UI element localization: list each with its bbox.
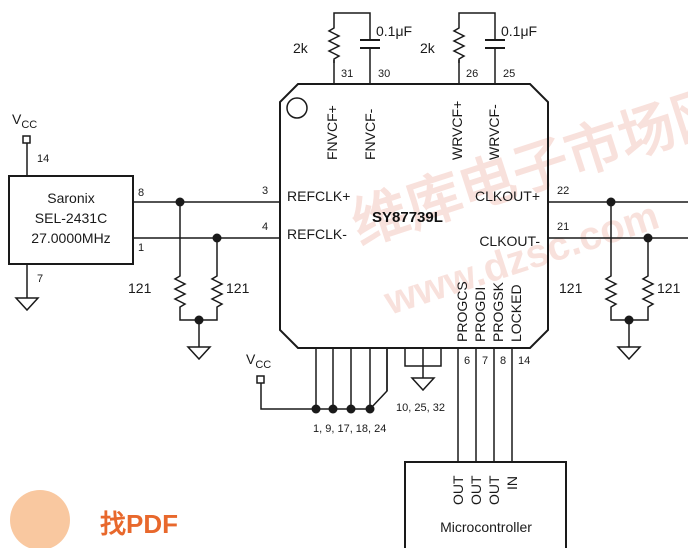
watermark: 维库电子市场网 www.dzsc.com 找PDF [10,75,688,548]
pin-clkout-minus-num: 21 [557,221,569,233]
wr-resistor [453,23,465,64]
fn-capacitor-value: 0.1μF [376,23,412,39]
pin-wrvcf-minus-label: WRVCF- [486,104,502,160]
oscillator-box [8,175,134,265]
mcu-pin-label: IN [504,476,520,490]
osc-pin-outb-num: 1 [138,242,144,254]
pin-wrvcf-plus-label: WRVCF+ [449,101,465,160]
pin-locked-label: LOCKED [508,284,524,342]
pin-fnvcf-minus-num: 30 [378,68,390,80]
wr-capacitor-value: 0.1μF [501,23,537,39]
pin-progcs-num: 6 [464,355,470,367]
vcc-label: VCC [246,351,271,371]
wr-capacitor [485,39,505,49]
input-term-resistor [211,271,223,312]
oscillator-freq: 27.0000MHz [31,230,110,246]
watermark-logo: 找PDF [100,509,178,539]
pin-progsk-label: PROGSK [490,281,506,342]
oscillator-part: SEL-2431C [35,210,107,226]
junction-dot [328,404,338,414]
microcontroller: OUT OUT OUT IN Microcontroller [404,461,567,548]
pin-refclk-plus-num: 3 [262,185,268,197]
osc-pin-gnd-num: 7 [37,273,43,285]
osc-pin-vcc-num: 14 [37,153,49,165]
ground-icon [187,346,211,360]
pin-wrvcf-minus-num: 25 [503,68,515,80]
pin-refclk-plus-label: REFCLK+ [287,188,350,204]
output-term-resistor [605,271,617,312]
pin-fnvcf-plus-num: 31 [341,68,353,80]
output-term-value: 121 [657,280,681,296]
pin-progsk-num: 8 [500,355,506,367]
ground-icon [15,297,39,311]
vcc-bus: VCC 1, 9, 17, 18, 24 [246,348,388,435]
fn-loop-filter: 2k 0.1μF 31 30 [293,12,412,84]
pin-progdi-label: PROGDI [472,287,488,342]
pin-wrvcf-plus-num: 26 [466,68,478,80]
output-term-resistor [642,271,654,312]
mcu-pin-label: OUT [486,475,502,505]
pin-clkout-plus-num: 22 [557,185,569,197]
oscillator: Saronix SEL-2431C 27.0000MHz VCC 14 7 8 … [8,111,144,311]
ground-icon [411,377,435,391]
pin-fnvcf-minus-label: FNVCF- [362,108,378,160]
gnd-pins-list: 10, 25, 32 [396,402,445,414]
fn-resistor-value: 2k [293,40,309,56]
pin-refclk-minus-num: 4 [262,221,268,233]
pin-locked-num: 14 [518,355,530,367]
pin-clkout-plus-label: CLKOUT+ [475,188,540,204]
ground-icon [617,346,641,360]
chip-name: SY87739L [372,209,443,226]
pin-progdi-num: 7 [482,355,488,367]
microcontroller-box [404,461,567,548]
pin-progcs-label: PROGCS [454,281,470,342]
junction-dot [311,404,321,414]
wr-loop-filter: 2k 0.1μF 26 25 [420,12,537,84]
output-term-value: 121 [559,280,583,296]
watermark-logo-icon [10,490,70,548]
osc-pin-out-num: 8 [138,187,144,199]
input-term-resistor [174,271,186,312]
vcc-label: VCC [12,111,37,131]
junction-dot [346,404,356,414]
pin-fnvcf-plus-label: FNVCF+ [324,105,340,160]
vcc-pins-list: 1, 9, 17, 18, 24 [313,423,386,435]
gnd-bus: 10, 25, 32 [396,348,445,414]
fn-resistor [328,23,340,64]
input-term-value: 121 [226,280,250,296]
pin1-marker-icon [286,97,308,119]
vcc-terminal-icon [256,375,265,384]
mcu-pin-label: OUT [450,475,466,505]
chip-body [279,83,549,349]
microcontroller-label: Microcontroller [440,519,532,535]
wr-resistor-value: 2k [420,40,436,56]
fn-capacitor [360,39,380,49]
mcu-pin-label: OUT [468,475,484,505]
input-term-value: 121 [128,280,152,296]
vcc-terminal-icon [22,135,31,144]
pin-clkout-minus-label: CLKOUT- [479,233,540,249]
pin-refclk-minus-label: REFCLK- [287,226,347,242]
oscillator-maker: Saronix [47,190,94,206]
junction-dot [365,404,375,414]
